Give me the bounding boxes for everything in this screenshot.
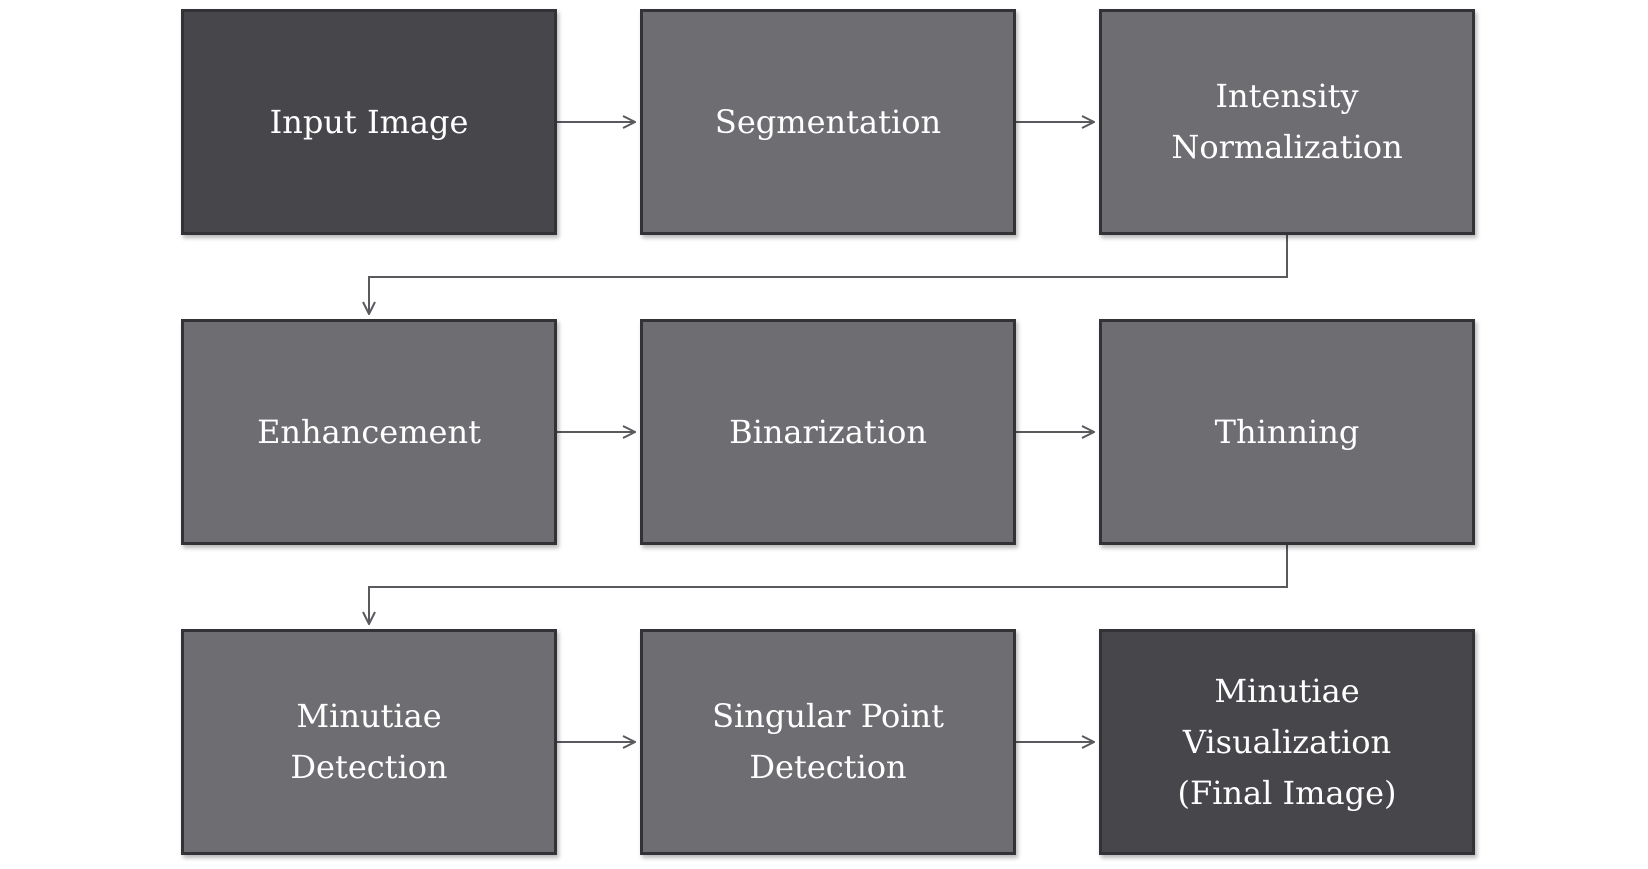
node-label: Segmentation	[714, 102, 942, 141]
node-label: Intensity Normalization	[1171, 77, 1403, 166]
node-segmentation: Segmentation	[640, 9, 1016, 235]
node-intensity-normalization: Intensity Normalization	[1099, 9, 1475, 235]
node-minutiae-detection: Minutiae Detection	[181, 629, 557, 855]
node-label: Minutiae Detection	[290, 697, 448, 786]
node-singular-point-detection: Singular Point Detection	[640, 629, 1016, 855]
node-thinning: Thinning	[1099, 319, 1475, 545]
node-binarization: Binarization	[640, 319, 1016, 545]
node-label: Singular Point Detection	[712, 697, 944, 786]
node-label: Enhancement	[257, 412, 481, 451]
edge-thinning-to-minutiae-detection	[369, 545, 1288, 624]
node-enhancement: Enhancement	[181, 319, 557, 545]
edge-normalization-to-enhancement	[369, 235, 1288, 314]
node-input-image: Input Image	[181, 9, 557, 235]
node-label: Binarization	[729, 412, 927, 451]
node-minutiae-visualization: Minutiae Visualization (Final Image)	[1099, 629, 1475, 855]
node-label: Input Image	[269, 102, 469, 141]
node-label: Thinning	[1214, 412, 1360, 451]
node-label: Minutiae Visualization (Final Image)	[1177, 671, 1397, 812]
